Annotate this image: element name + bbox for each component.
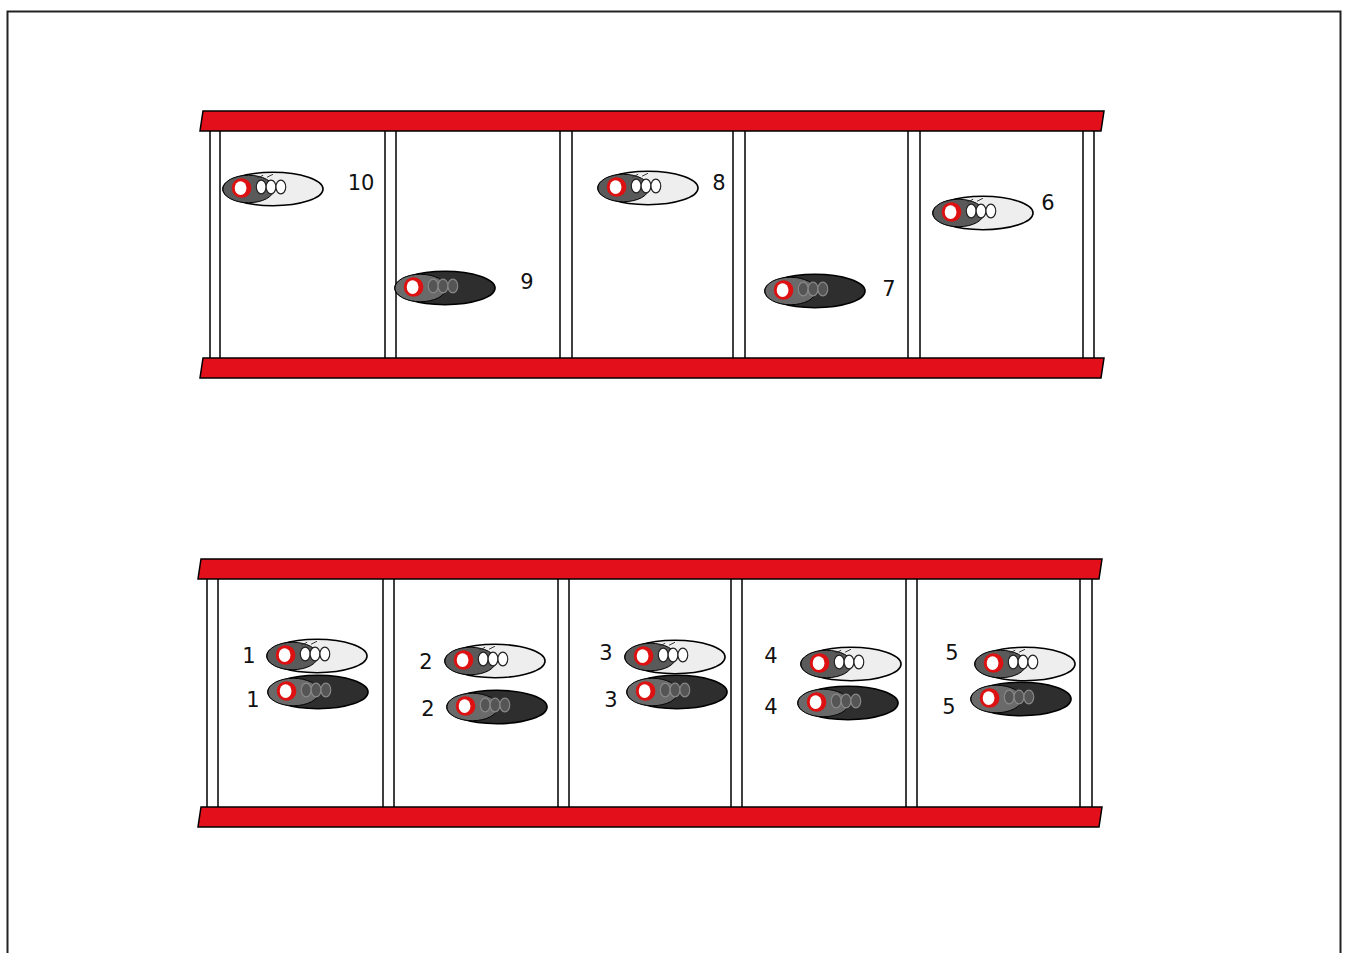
callout-number: 5 xyxy=(942,697,955,718)
footprints xyxy=(267,639,1075,723)
ladder-rungs xyxy=(210,128,1094,361)
callout-number: 4 xyxy=(764,646,777,667)
callout-number: 10 xyxy=(348,173,375,194)
callout-number: 9 xyxy=(520,272,533,293)
page-frame xyxy=(8,12,1341,953)
callout-number: 1 xyxy=(242,646,255,667)
ladder-rails xyxy=(200,111,1104,378)
callout-number: 3 xyxy=(604,690,617,711)
callout-number: 2 xyxy=(421,699,434,720)
callout-number: 1 xyxy=(246,690,259,711)
callout-number: 8 xyxy=(712,173,725,194)
callout-number: 6 xyxy=(1041,193,1054,214)
ladder-rails xyxy=(198,559,1102,827)
ladder-rungs xyxy=(207,576,1092,810)
callout-number: 2 xyxy=(419,652,432,673)
footprints xyxy=(223,171,1033,307)
callout-number: 5 xyxy=(945,643,958,664)
callout-number: 7 xyxy=(882,279,895,300)
callout-number: 3 xyxy=(599,643,612,664)
callout-number: 4 xyxy=(764,697,777,718)
